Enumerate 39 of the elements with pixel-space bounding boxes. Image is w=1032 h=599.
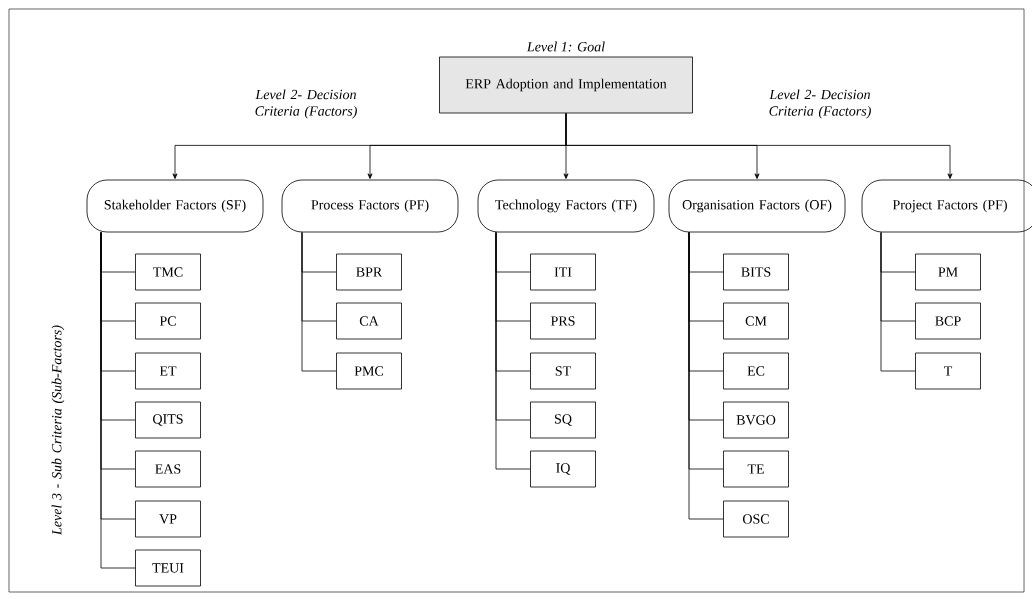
sub-factor-box: OSC [723,500,789,538]
sub-factor-box: ST [530,352,596,390]
sub-factor-box: ET [135,352,201,390]
factor-box: Stakeholder Factors (SF) [86,179,264,233]
sub-factor-box: BPR [336,253,402,291]
sub-factor-box: PRS [530,302,596,340]
sub-factor-box: PMC [336,352,402,390]
connector-line [301,232,337,372]
sub-factor-box: BITS [723,253,789,291]
sub-factor-box: IQ [530,450,596,488]
sub-factor-box: SQ [530,401,596,439]
connector-line [688,232,724,520]
sub-factor-box: PC [135,302,201,340]
sub-factor-box: ITI [530,253,596,291]
connector-line [880,232,916,372]
sub-factor-box: BVGO [723,401,789,439]
sub-factor-box: EAS [135,450,201,488]
sub-factor-box: TEUI [135,549,201,587]
sub-factor-box: VP [135,500,201,538]
sub-factor-box: BCP [915,302,981,340]
level-label: Level 2- Decision Criteria (Factors) [769,89,871,119]
sub-factor-box: TMC [135,253,201,291]
sub-factor-box: CM [723,302,789,340]
arrow [565,113,953,179]
factor-box: Organisation Factors (OF) [668,179,846,233]
factor-box: Project Factors (PF) [861,179,1032,233]
connector-line [495,232,531,470]
sub-factor-box: TE [723,450,789,488]
sub-factor-box: T [915,352,981,390]
sub-factor-box: CA [336,302,402,340]
level-label: Level 2- Decision Criteria (Factors) [255,89,357,119]
sub-factor-box: QITS [135,401,201,439]
sub-factor-box: PM [915,253,981,291]
factor-box: Technology Factors (TF) [477,179,655,233]
sub-factor-box: EC [723,352,789,390]
level-heading: Level 1: Goal [526,41,605,52]
goal-box: ERP Adoption and Implementation [439,56,693,114]
factor-box: Process Factors (PF) [281,179,459,233]
level-label: Level 3 - Sub Criteria (Sub-Factors) [51,325,65,536]
